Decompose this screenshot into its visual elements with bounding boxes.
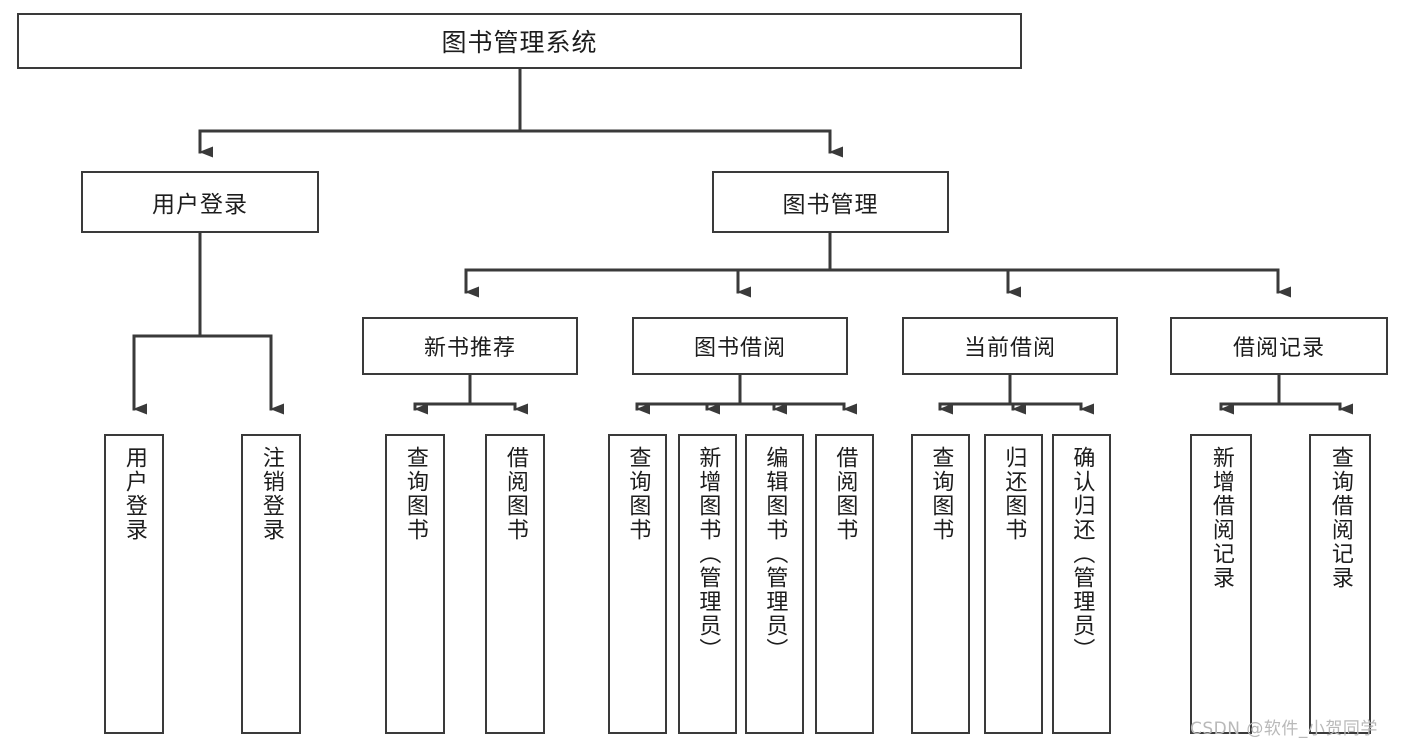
leaf-label: 确认归还（管理员） (1069, 446, 1095, 662)
leaf-book-borrow-3[interactable]: 借阅图书 (815, 434, 874, 734)
leaf-label: 新增借阅记录 (1208, 446, 1234, 590)
leaf-label: 新增图书（管理员） (695, 446, 721, 662)
leaf-label: 注销登录 (258, 446, 284, 542)
leaf-label: 查询图书 (928, 446, 954, 542)
leaf-label: 借阅图书 (502, 446, 528, 542)
node-new-book-recommend[interactable]: 新书推荐 (362, 317, 578, 375)
leaf-label: 查询借阅记录 (1327, 446, 1353, 590)
leaf-borrow-record-0[interactable]: 新增借阅记录 (1190, 434, 1252, 734)
leaf-user-login-0[interactable]: 用户登录 (104, 434, 164, 734)
node-current-borrow-label: 当前借阅 (963, 336, 1056, 361)
leaf-new-book-0[interactable]: 查询图书 (385, 434, 445, 734)
node-borrow-record[interactable]: 借阅记录 (1170, 317, 1388, 375)
node-borrow-record-label: 借阅记录 (1232, 336, 1325, 361)
node-book-borrow[interactable]: 图书借阅 (632, 317, 848, 375)
leaf-label: 编辑图书（管理员） (762, 446, 788, 662)
leaf-label: 查询图书 (625, 446, 651, 542)
node-root-label: 图书管理系统 (441, 28, 598, 57)
leaf-book-borrow-2[interactable]: 编辑图书（管理员） (745, 434, 804, 734)
leaf-current-borrow-2[interactable]: 确认归还（管理员） (1052, 434, 1111, 734)
leaf-label: 用户登录 (121, 446, 147, 542)
leaf-label: 查询图书 (402, 446, 428, 542)
leaf-current-borrow-0[interactable]: 查询图书 (911, 434, 970, 734)
node-book-borrow-label: 图书借阅 (693, 336, 786, 361)
node-new-book-recommend-label: 新书推荐 (423, 336, 516, 361)
node-book-manage-label: 图书管理 (782, 192, 879, 218)
leaf-label: 借阅图书 (832, 446, 858, 542)
node-current-borrow[interactable]: 当前借阅 (902, 317, 1118, 375)
leaf-book-borrow-0[interactable]: 查询图书 (608, 434, 667, 734)
node-user-login-label: 用户登录 (152, 192, 248, 218)
leaf-borrow-record-1[interactable]: 查询借阅记录 (1309, 434, 1371, 734)
leaf-new-book-1[interactable]: 借阅图书 (485, 434, 545, 734)
node-book-manage[interactable]: 图书管理 (712, 171, 949, 233)
csdn-watermark: CSDN @软件_小贺同学 (1190, 719, 1378, 739)
leaf-current-borrow-1[interactable]: 归还图书 (984, 434, 1043, 734)
node-root[interactable]: 图书管理系统 (17, 13, 1022, 69)
leaf-user-login-1[interactable]: 注销登录 (241, 434, 301, 734)
node-user-login[interactable]: 用户登录 (81, 171, 319, 233)
leaf-book-borrow-1[interactable]: 新增图书（管理员） (678, 434, 737, 734)
leaf-label: 归还图书 (1001, 446, 1027, 542)
